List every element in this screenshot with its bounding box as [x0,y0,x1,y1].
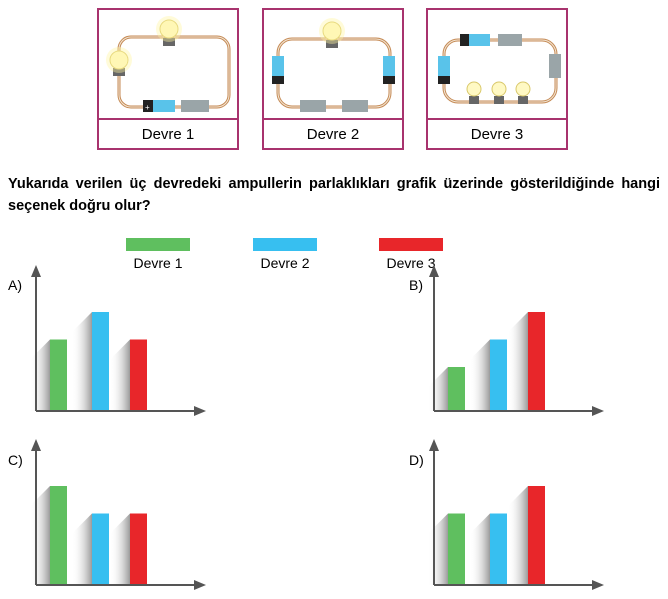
circuit-3-panel: Devre 3 [426,8,568,150]
option-b-label[interactable]: B) [409,277,423,293]
bar-devre-2 [92,312,109,411]
circuit-2-caption: Devre 2 [264,118,402,148]
legend-label: Devre 3 [386,255,436,271]
chart-option-a [30,265,206,416]
bar-shadow [470,339,490,411]
bulb-icon [319,18,345,48]
switch-icon [498,34,522,46]
bar-shadow [428,513,448,585]
bar-devre-2 [92,513,109,585]
bulb-icon [515,81,531,104]
switch-icon [300,100,326,112]
option-d-label[interactable]: D) [409,452,424,468]
bar-devre-1 [448,513,465,585]
battery-icon [438,56,450,84]
bar-devre-3 [130,339,147,411]
bar-devre-2 [490,339,507,411]
bar-devre-1 [50,339,67,411]
bar-devre-2 [490,513,507,585]
x-axis-arrow-icon [194,406,206,416]
bar-shadow [110,339,130,411]
bulb-icon [466,81,482,104]
switch-icon [342,100,368,112]
bulb-icon [491,81,507,104]
bar-shadow [470,513,490,585]
circuit-2-panel: Devre 2 [262,8,404,150]
bulb-icon [156,16,182,46]
chart-option-d [428,439,604,590]
bar-devre-1 [448,367,465,411]
circuit-3-caption: Devre 3 [428,118,566,148]
circuit-1-diagram: + [106,16,231,112]
circuit-2-diagram [272,18,395,112]
circuit-1-caption: Devre 1 [99,118,237,148]
option-a-label[interactable]: A) [8,277,22,293]
bar-shadow [428,367,448,411]
bar-shadow [72,513,92,585]
x-axis-arrow-icon [194,580,206,590]
svg-text:+: + [145,103,150,112]
bar-devre-3 [130,513,147,585]
battery-icon [383,56,395,84]
legend-item-devre-2: Devre 2 [253,238,317,271]
chart-option-b [428,265,604,416]
legend-item-devre-3: Devre 3 [379,238,443,271]
x-axis-arrow-icon [592,580,604,590]
bar-shadow [30,339,50,411]
switch-icon [181,100,209,112]
switch-icon [549,54,561,78]
legend-item-devre-1: Devre 1 [126,238,190,271]
bulb-icon [106,47,132,76]
battery-icon [272,56,284,84]
bar-shadow [30,486,50,585]
chart-option-c [30,439,206,590]
y-axis-arrow-icon [31,439,41,451]
legend-swatch [126,238,190,251]
bar-devre-1 [50,486,67,585]
legend-swatch [379,238,443,251]
option-c-label[interactable]: C) [8,452,23,468]
bar-shadow [508,486,528,585]
bar-shadow [72,312,92,411]
circuit-1-panel: + Devre 1 [97,8,239,150]
bar-devre-3 [528,486,545,585]
y-axis-arrow-icon [429,265,439,277]
legend-swatch [253,238,317,251]
y-axis-arrow-icon [429,439,439,451]
battery-icon: + [143,100,175,112]
x-axis-arrow-icon [592,406,604,416]
circuit-3-diagram [438,34,561,104]
legend-label: Devre 1 [133,255,183,271]
battery-icon [460,34,490,46]
legend-label: Devre 2 [260,255,310,271]
bar-shadow [508,312,528,411]
bar-shadow [110,513,130,585]
bar-devre-3 [528,312,545,411]
question-text: Yukarıda verilen üç devredeki ampullerin… [8,176,660,214]
y-axis-arrow-icon [31,265,41,277]
